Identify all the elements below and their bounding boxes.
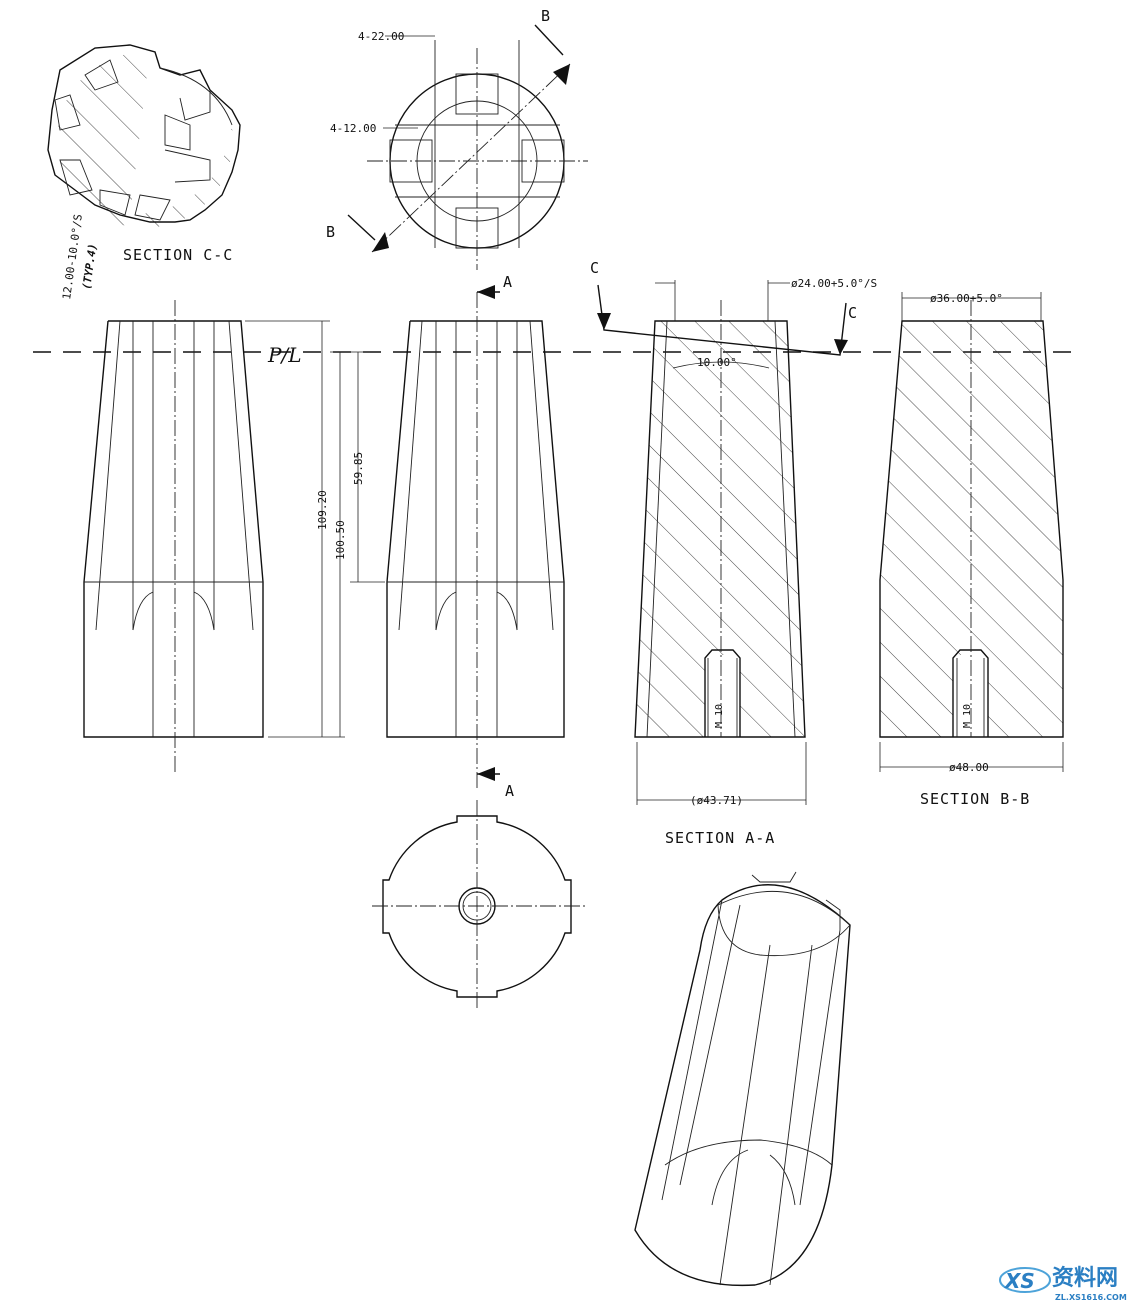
aa-top-diameter: ø24.00+5.0°/S <box>791 277 877 290</box>
section-c-marker-right: C <box>848 304 858 322</box>
aa-thread-label: M 10 <box>714 704 725 728</box>
parting-line-label: P/L <box>267 343 301 367</box>
taper-length-dim: 59.85 <box>352 452 365 485</box>
section-cc-title: SECTION C-C <box>123 246 233 264</box>
bb-top-diameter: ø36.00+5.0° <box>930 292 1003 305</box>
aa-angle-dim: 10.00° <box>697 356 737 369</box>
section-c-marker-left: C <box>590 259 600 277</box>
body-height-dim: 100.50 <box>334 520 347 560</box>
section-a-marker-bottom: A <box>505 782 515 800</box>
watermark-text: 资料网 <box>1052 1266 1118 1291</box>
middle-view: A A <box>386 273 565 800</box>
front-view <box>83 300 264 775</box>
total-height-dim: 109.20 <box>316 490 329 530</box>
bb-thread-label: M 10 <box>962 704 973 728</box>
bb-bottom-diameter: ø48.00 <box>949 761 989 774</box>
slot-inner-dim: 4-12.00 <box>330 122 376 135</box>
section-b-marker-top: B <box>541 7 551 25</box>
watermark-url: ZL.XS1616.COM <box>1055 1293 1127 1302</box>
section-aa-title: SECTION A-A <box>665 829 775 847</box>
isometric-view <box>634 871 851 1287</box>
section-bb-title: SECTION B-B <box>920 790 1030 808</box>
watermark-logo-icon: XS <box>1003 1269 1035 1293</box>
section-b-marker-bottom: B <box>326 223 336 241</box>
section-c-cutline: C C <box>590 259 858 356</box>
section-a-marker-top: A <box>503 273 513 291</box>
watermark: XS 资料网 ZL.XS1616.COM <box>999 1266 1127 1302</box>
cc-typ-note: (TYP.4) <box>80 243 99 291</box>
top-view: B B 4-22.00 4-12.00 <box>326 7 588 270</box>
height-dimensions: 109.20 100.50 59.85 <box>245 320 385 738</box>
section-bb: M 10 ø36.00+5.0° ø48.00 SECTION B-B <box>879 292 1064 808</box>
bottom-view <box>372 800 588 1010</box>
slot-outer-dim: 4-22.00 <box>358 30 404 43</box>
section-cc: SECTION C-C 12.00-10.0°/S (TYP.4) <box>47 44 241 300</box>
aa-bottom-diameter: (ø43.71) <box>690 794 743 807</box>
section-aa: M 10 ø24.00+5.0°/S 10.00° (ø43.71) SECTI… <box>634 277 877 847</box>
